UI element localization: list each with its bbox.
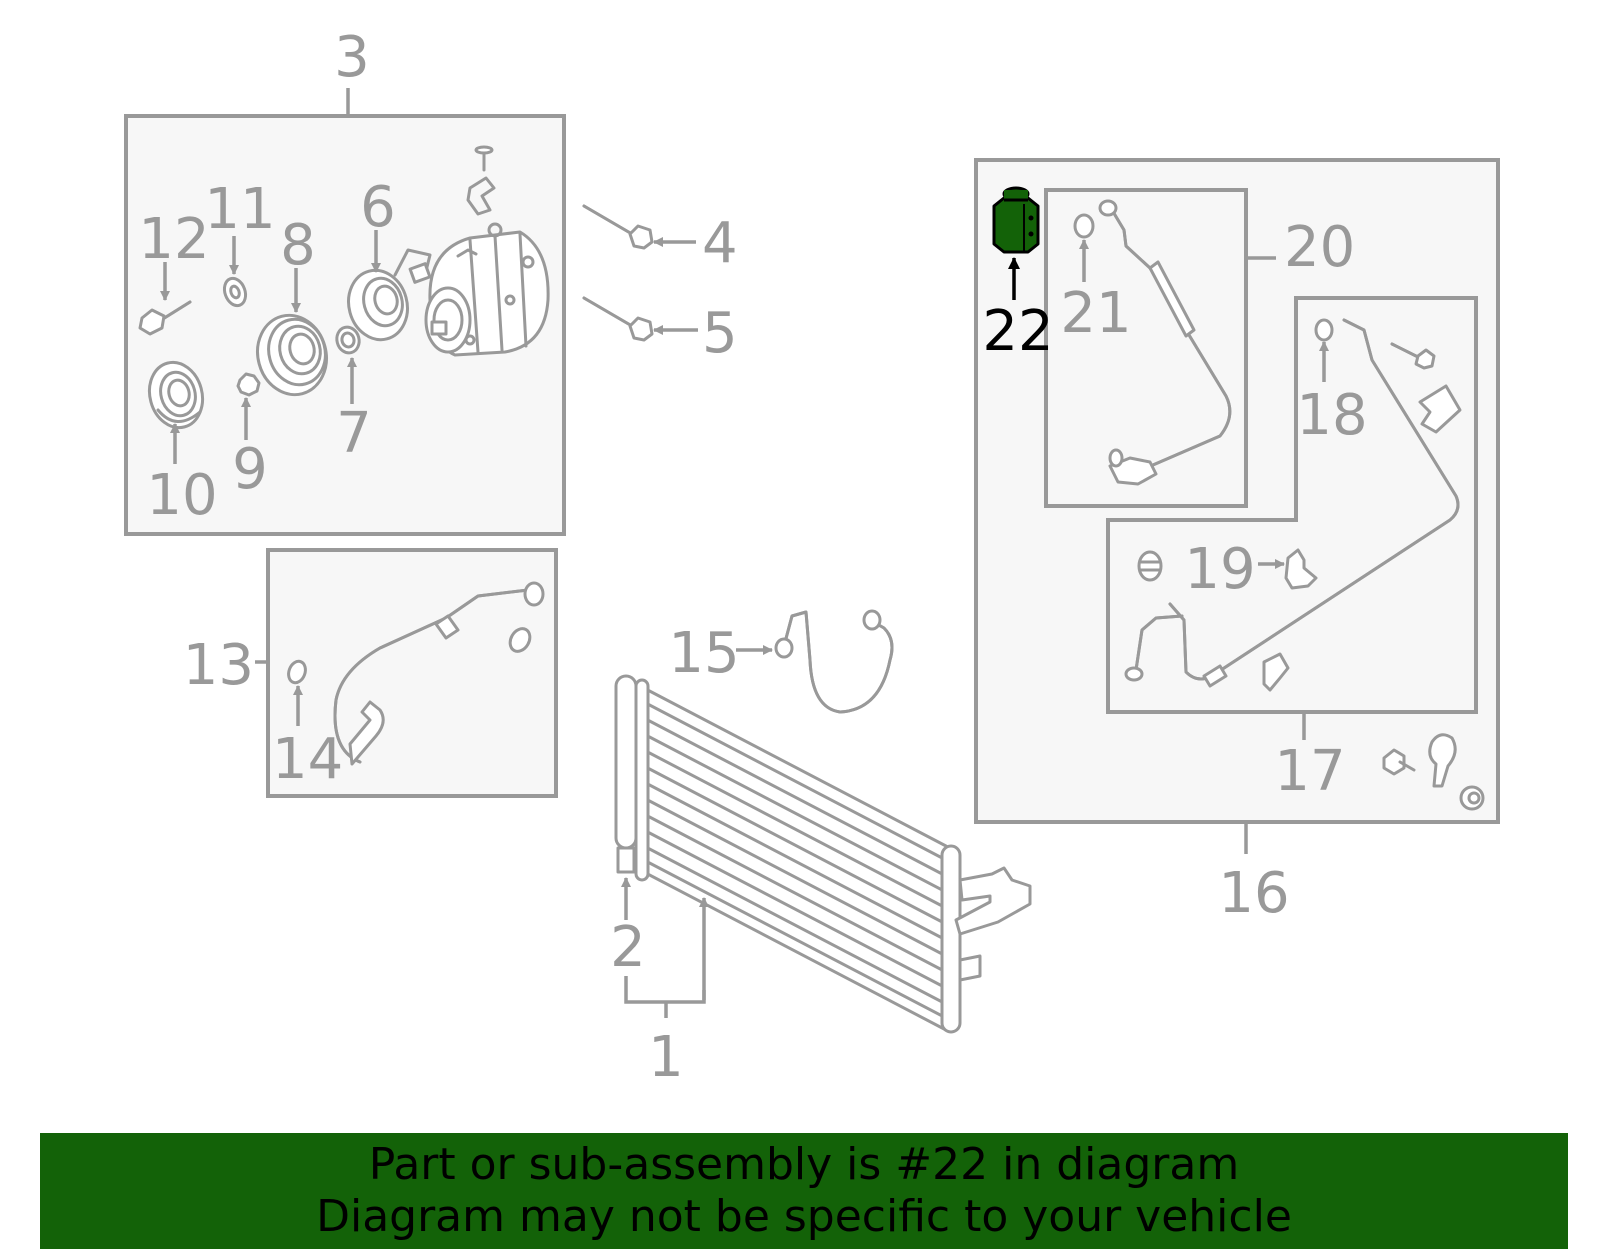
info-banner: Part or sub-assembly is #22 in diagram D…: [40, 1133, 1568, 1249]
callout-21: 21: [1060, 281, 1131, 346]
part-9-snap-ring: [236, 372, 261, 397]
part-19-valve: [1284, 548, 1318, 590]
callout-9: 9: [232, 437, 268, 502]
part-6-clutch-coil: [347, 248, 432, 342]
callout-22: 22: [982, 299, 1053, 364]
part-5-bolt: [582, 296, 698, 342]
liquid-tube-group: 20 21 22 18 19 17 16: [974, 158, 1500, 926]
callout-14: 14: [272, 727, 343, 792]
callout-16: 16: [1218, 861, 1289, 926]
part-22-expansion-valve: [992, 186, 1040, 254]
callout-11: 11: [204, 177, 275, 242]
callout-20: 20: [1284, 215, 1355, 280]
callout-17: 17: [1274, 739, 1345, 804]
callout-6: 6: [360, 175, 396, 240]
callout-2: 2: [610, 915, 646, 980]
banner-line-2: Diagram may not be specific to your vehi…: [316, 1191, 1292, 1242]
part-11-clip: [222, 276, 248, 308]
callout-19: 19: [1184, 537, 1255, 602]
part-4-bolt: [582, 204, 696, 250]
callout-12: 12: [138, 207, 209, 272]
callout-8: 8: [280, 213, 316, 278]
part-8-pulley: [256, 313, 328, 397]
suction-hose-group: 13 14: [183, 548, 558, 798]
compressor-assembly-group: 3 12 11 8 6 7 9 10: [124, 25, 566, 536]
part-2-receiver-dryer: [614, 674, 638, 850]
liquid-tube-box-17: [1106, 296, 1478, 714]
part-12-bolt: [138, 300, 192, 336]
callout-3: 3: [334, 25, 370, 90]
callout-4: 4: [702, 211, 738, 276]
compressor-body: [424, 145, 550, 357]
condenser-group: 15 2 1: [610, 609, 1032, 1090]
discharge-hose-box-20: [1044, 188, 1248, 508]
banner-line-1: Part or sub-assembly is #22 in diagram: [368, 1139, 1240, 1190]
callout-10: 10: [146, 463, 217, 528]
callout-18: 18: [1296, 383, 1367, 448]
callout-13: 13: [183, 633, 254, 698]
callout-1: 1: [648, 1025, 684, 1090]
part-7-shim: [335, 325, 361, 355]
part-10-bearing: [147, 360, 205, 430]
callout-5: 5: [702, 301, 738, 366]
callout-7: 7: [336, 401, 372, 466]
callout-15: 15: [668, 621, 739, 686]
